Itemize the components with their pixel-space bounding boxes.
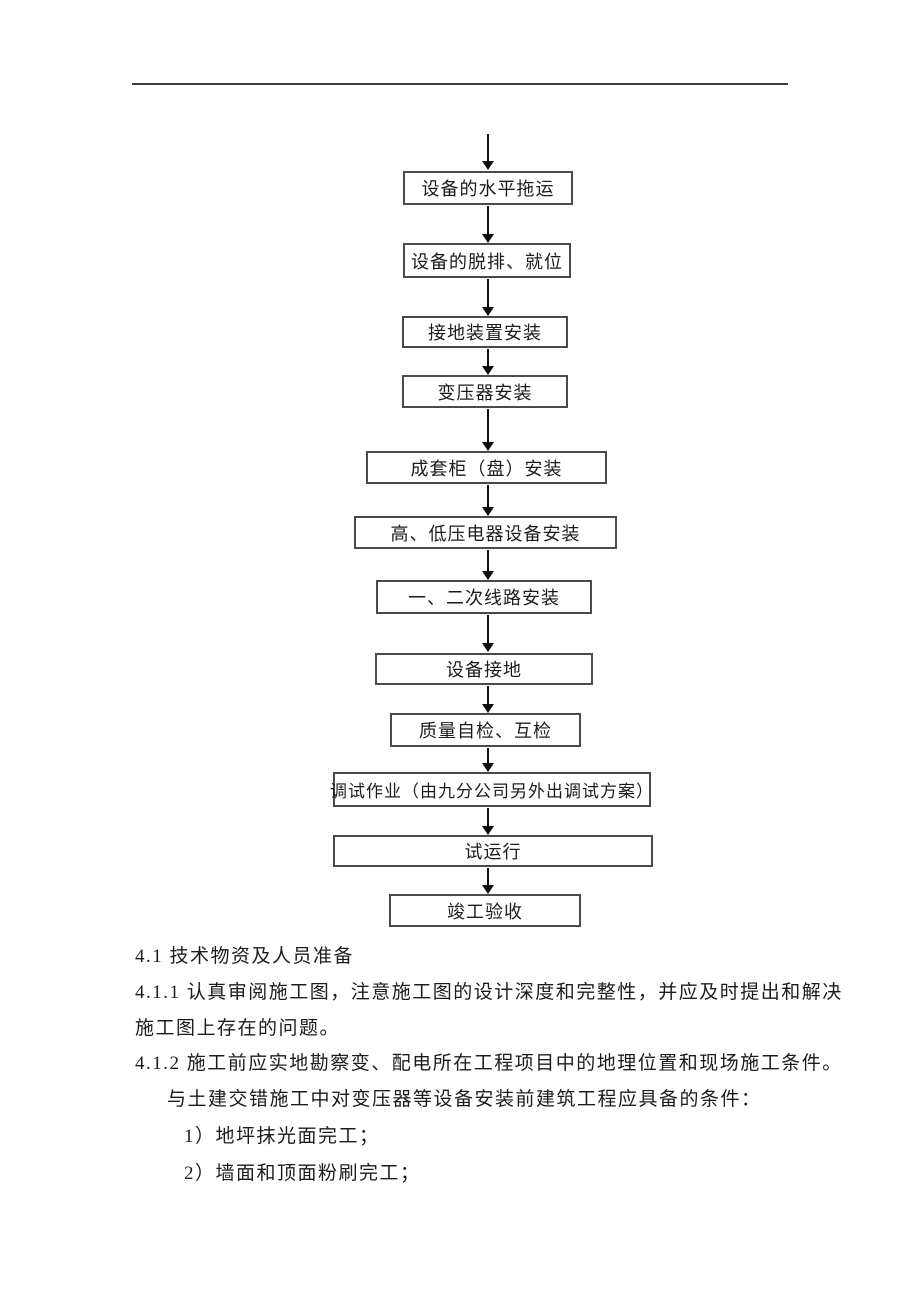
arrow-shaft: [486, 349, 489, 366]
down-arrow-connector: [481, 349, 494, 375]
flow-step: 竣工验收: [389, 894, 581, 927]
down-arrow-connector: [481, 550, 494, 580]
down-arrow-connector: [481, 615, 494, 652]
arrow-shaft: [486, 748, 489, 763]
arrow-head-icon: [481, 826, 494, 835]
header-rule: [132, 83, 788, 85]
para-4-1-2-line2: 与土建交错施工中对变压器等设备安装前建筑工程应具备的条件：: [167, 1089, 762, 1110]
down-arrow-connector: [481, 485, 494, 516]
arrow-shaft: [486, 206, 489, 234]
down-arrow-connector: [481, 686, 494, 713]
flow-step: 高、低压电器设备安装: [354, 516, 617, 549]
arrow-shaft: [486, 686, 489, 704]
down-arrow-connector: [481, 808, 494, 835]
flow-step: 质量自检、互检: [390, 713, 581, 747]
list-item-2: 2）墙面和顶面粉刷完工；: [184, 1163, 421, 1184]
arrow-head-icon: [481, 763, 494, 772]
arrow-shaft: [486, 615, 489, 643]
arrow-head-icon: [481, 366, 494, 375]
arrow-head-icon: [481, 571, 494, 580]
arrow-head-icon: [481, 307, 494, 316]
arrow-head-icon: [481, 643, 494, 652]
arrow-head-icon: [481, 885, 494, 894]
arrow-head-icon: [481, 704, 494, 713]
arrow-shaft: [486, 550, 489, 571]
flow-step: 调试作业（由九分公司另外出调试方案）: [330, 772, 653, 807]
flow-step: 变压器安装: [402, 375, 568, 408]
section-heading-4-1: 4.1 技术物资及人员准备: [135, 946, 355, 967]
flow-step: 设备接地: [375, 653, 593, 685]
down-arrow-connector: [481, 409, 494, 451]
arrow-head-icon: [481, 234, 494, 243]
list-item-1: 1）地坪抹光面完工；: [184, 1126, 380, 1147]
flow-step: 成套柜（盘）安装: [366, 451, 607, 484]
arrow-shaft: [486, 868, 489, 885]
down-arrow-connector: [481, 748, 494, 772]
arrow-shaft: [486, 279, 489, 307]
arrow-shaft: [486, 485, 489, 507]
arrow-head-icon: [481, 442, 494, 451]
down-arrow-connector: [481, 868, 494, 894]
arrow-head-icon: [481, 161, 494, 170]
para-4-1-1-line1: 4.1.1 认真审阅施工图，注意施工图的设计深度和完整性，并应及时提出和解决: [135, 982, 843, 1003]
flow-step: 一、二次线路安装: [376, 580, 592, 614]
down-arrow-connector: [481, 206, 494, 243]
arrow-head-icon: [481, 507, 494, 516]
para-4-1-2-line1: 4.1.2 施工前应实地勘察变、配电所在工程项目中的地理位置和现场施工条件。: [135, 1053, 843, 1074]
arrow-shaft: [486, 808, 489, 826]
flow-step: 试运行: [333, 835, 653, 867]
para-4-1-1-line2: 施工图上存在的问题。: [135, 1018, 341, 1039]
flow-step: 设备的水平拖运: [403, 171, 573, 205]
down-arrow-connector: [481, 134, 494, 170]
flow-step: 接地装置安装: [402, 316, 568, 348]
down-arrow-connector: [481, 279, 494, 316]
arrow-shaft: [486, 134, 489, 161]
flow-step: 设备的脱排、就位: [403, 243, 571, 278]
arrow-shaft: [486, 409, 489, 442]
